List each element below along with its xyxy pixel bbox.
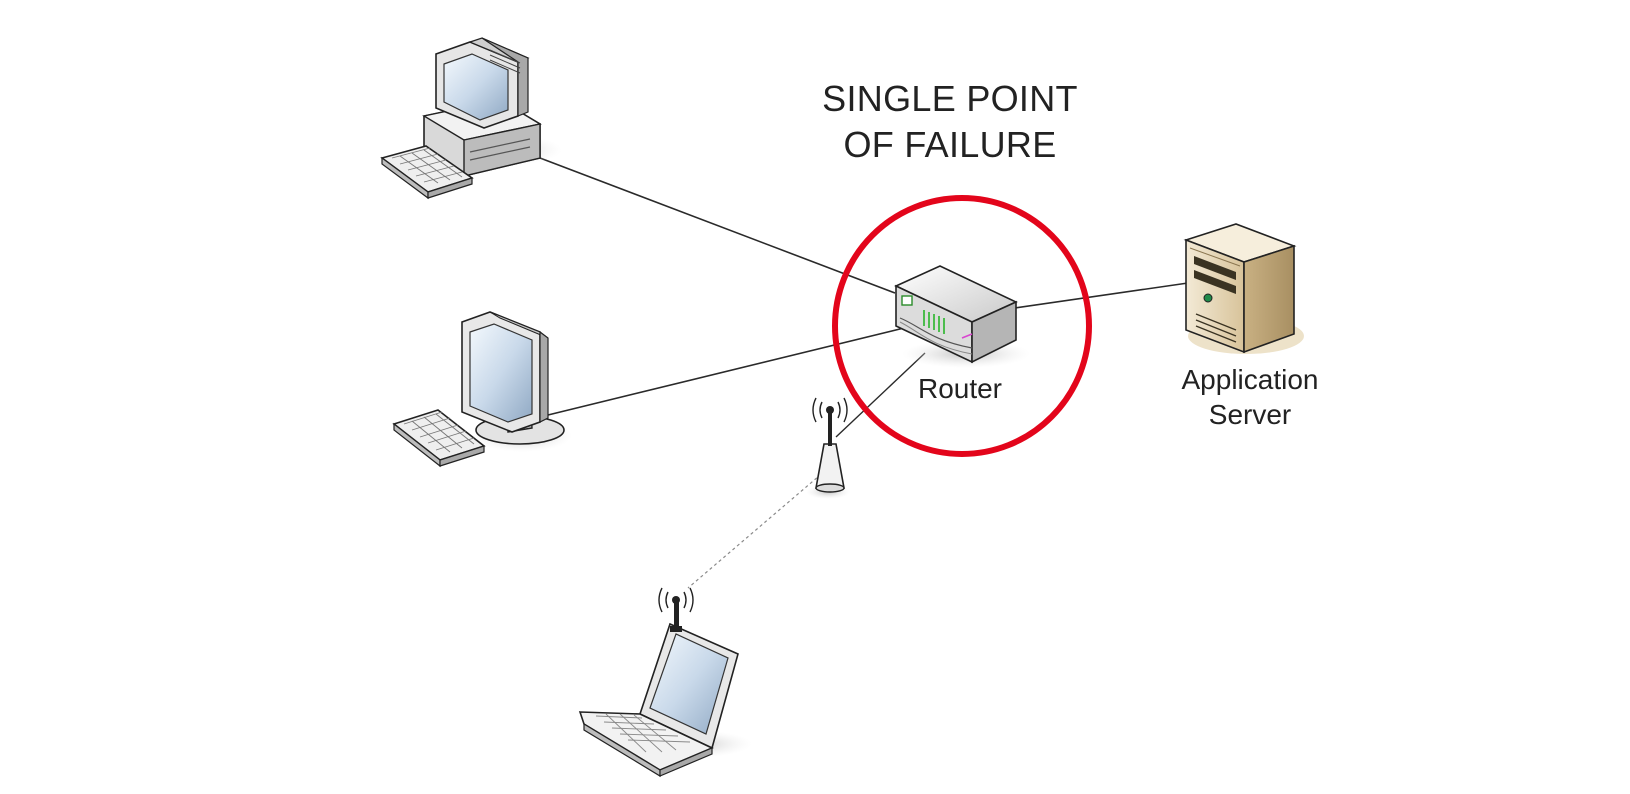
link-desktop-router [539, 157, 896, 294]
server-label: Application Server [1150, 362, 1350, 432]
server-icon [1183, 223, 1304, 354]
antenna-icon [806, 397, 850, 499]
server-label-line-2: Server [1208, 399, 1292, 430]
failure-highlight-circle [832, 195, 1092, 457]
link-router-access-point [835, 352, 926, 438]
connection-lines [539, 157, 1189, 589]
router-label: Router [917, 373, 1003, 404]
laptop-icon [578, 587, 752, 778]
diagram-title-line-1: SINGLE POINT [822, 78, 1078, 119]
diagram-title-line-2: OF FAILURE [843, 124, 1057, 165]
router-icon [894, 265, 1030, 368]
server-label-line-1: Application [1181, 364, 1319, 395]
link-router-server [1014, 282, 1189, 309]
wireless-link-laptop [687, 469, 827, 589]
diagram-title: SINGLE POINT OF FAILURE [760, 76, 1140, 168]
desktop-computer-icon [380, 37, 562, 200]
monitor-icon [392, 311, 572, 468]
link-monitor-router [547, 326, 909, 416]
